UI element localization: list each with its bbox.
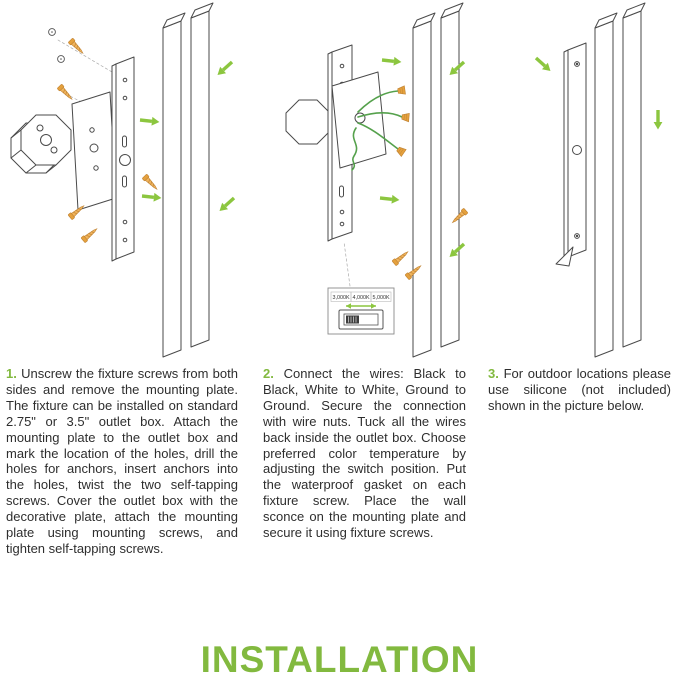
arrow-icon xyxy=(139,115,160,127)
wire-nut-icon xyxy=(397,85,406,96)
wire-nut-icon xyxy=(395,145,407,157)
guide-line xyxy=(343,241,351,287)
temp-label-4000k: 4,000K xyxy=(352,295,369,301)
step-3-cell: 3. For outdoor locations please use sili… xyxy=(472,362,679,631)
step3-illustration xyxy=(533,2,663,358)
arrow-icon xyxy=(653,110,663,130)
arrow-icon xyxy=(141,191,162,203)
mounting-plate xyxy=(563,42,587,260)
step-1-text: Unscrew the fixture screws from both sid… xyxy=(6,366,238,556)
step1-illustration xyxy=(10,2,237,358)
decorative-plate xyxy=(331,71,387,169)
step2-illustration: 3,000K 4,000K 5,000K xyxy=(285,2,469,358)
step-3-number: 3. xyxy=(488,366,499,381)
fixture-body xyxy=(412,2,464,358)
fixture-body xyxy=(162,2,214,358)
title-bar: INSTALLATION xyxy=(0,631,679,689)
decorative-plate xyxy=(71,91,117,211)
guide-line xyxy=(57,39,113,73)
mounting-plate xyxy=(111,56,135,262)
fixture-body xyxy=(594,2,646,358)
step-3-paragraph: 3. For outdoor locations please use sili… xyxy=(488,366,671,414)
screw-icon xyxy=(141,173,160,192)
screw-icon xyxy=(67,202,87,221)
step-2-number: 2. xyxy=(263,366,274,381)
temp-label-3000k: 3,000K xyxy=(332,295,349,301)
anchor-hole-icon xyxy=(57,55,65,63)
screw-icon xyxy=(391,248,411,267)
silicone-nozzle-icon xyxy=(555,246,574,267)
screw-icon xyxy=(56,83,75,102)
step-1-number: 1. xyxy=(6,366,17,381)
wires xyxy=(351,90,403,171)
anchor-hole-icon xyxy=(48,28,56,36)
screw-icon xyxy=(80,225,100,244)
step-1-cell: 1. Unscrew the fixture screws from both … xyxy=(0,362,248,631)
arrow-icon xyxy=(533,54,554,75)
step-2-cell: 2. Connect the wires: Black to Black, Wh… xyxy=(248,362,472,631)
step-3-text: For outdoor locations please use silicon… xyxy=(488,366,671,413)
instructions-row: 1. Unscrew the fixture screws from both … xyxy=(0,362,679,631)
arrow-icon xyxy=(379,193,400,205)
switch-icon xyxy=(338,309,384,330)
illustration-row: 3,000K 4,000K 5,000K xyxy=(10,2,663,358)
outlet-box xyxy=(10,114,72,174)
step-2-paragraph: 2. Connect the wires: Black to Black, Wh… xyxy=(263,366,466,541)
arrow-icon xyxy=(214,58,235,79)
slide-arrow-icon xyxy=(346,303,376,309)
page-title: INSTALLATION xyxy=(200,639,479,680)
temp-label-5000k: 5,000K xyxy=(372,295,389,301)
arrow-icon xyxy=(381,55,402,67)
switch-detail: 3,000K 4,000K 5,000K xyxy=(327,287,395,335)
step-1-paragraph: 1. Unscrew the fixture screws from both … xyxy=(6,366,238,557)
arrow-icon xyxy=(216,194,237,215)
screw-icon xyxy=(67,37,86,56)
step-2-text: Connect the wires: Black to Black, White… xyxy=(263,366,466,541)
outlet-box xyxy=(285,99,331,145)
wire-nut-icon xyxy=(401,112,410,123)
